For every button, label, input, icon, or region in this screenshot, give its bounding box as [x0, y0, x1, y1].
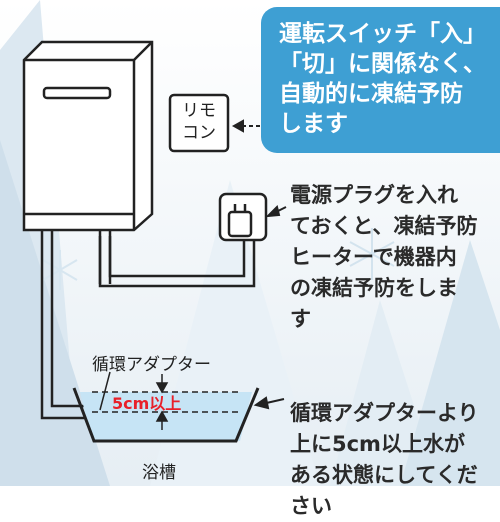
water-heater-unit [22, 40, 154, 232]
auto-freeze-prevention-callout: 運転スイッチ「入」 「切」に関係なく、 自動的に凍結予防 します [261, 7, 500, 153]
dimension-arrows [155, 374, 169, 430]
description-line: 電源プラグを入れ [290, 183, 458, 207]
description-line: 上に5cm以上水が [290, 432, 465, 456]
description-line: 循環アダプターより [290, 401, 479, 425]
description-line: ておくと、凍結予防 [290, 214, 478, 238]
remote-control-label: リモ コン [170, 100, 228, 144]
bathtub-label: 浴槽 [142, 463, 176, 483]
description-line: ヒーターで機器内 [290, 245, 457, 269]
description-line: さい [290, 494, 332, 518]
tree-shape [330, 300, 440, 486]
description-line: す [290, 307, 311, 331]
circulation-adapter-label: 循環アダプター [92, 355, 211, 375]
callout-line: 「切」に関係なく、 [279, 51, 486, 77]
snowflake-icon [42, 250, 78, 290]
description-line: ある状態にしてくだ [290, 463, 478, 487]
description-line: の凍結予防をしま [290, 276, 458, 300]
arrow-icon [253, 396, 285, 410]
power-plug-description: 電源プラグを入れ ておくと、凍結予防 ヒーターで機器内 の凍結予防をしま す [290, 180, 478, 335]
snowflake-icon [349, 228, 395, 280]
remote-control-box [168, 93, 230, 153]
bathtub-water [80, 392, 252, 441]
adapter-label-pointer [99, 371, 111, 411]
power-outlet [218, 192, 268, 242]
bathtub [72, 387, 260, 443]
tree-shape [400, 240, 500, 486]
remote-label-line: コン [182, 123, 216, 143]
callout-line: します [279, 111, 348, 137]
water-heater-diagram [22, 40, 287, 443]
min-water-level-label: 5cm以上 [112, 394, 182, 413]
arrow-icon [265, 205, 287, 218]
dashed-arrow-icon [231, 119, 260, 133]
callout-line: 運転スイッチ「入」 [279, 21, 486, 47]
power-cord [108, 232, 246, 278]
remote-label-line: リモ [182, 101, 216, 121]
callout-line: 自動的に凍結予防 [279, 81, 463, 107]
heater-display-slot [42, 86, 112, 100]
adapter-water-level-description: 循環アダプターより 上に5cm以上水が ある状態にしてくだ さい [290, 398, 479, 522]
